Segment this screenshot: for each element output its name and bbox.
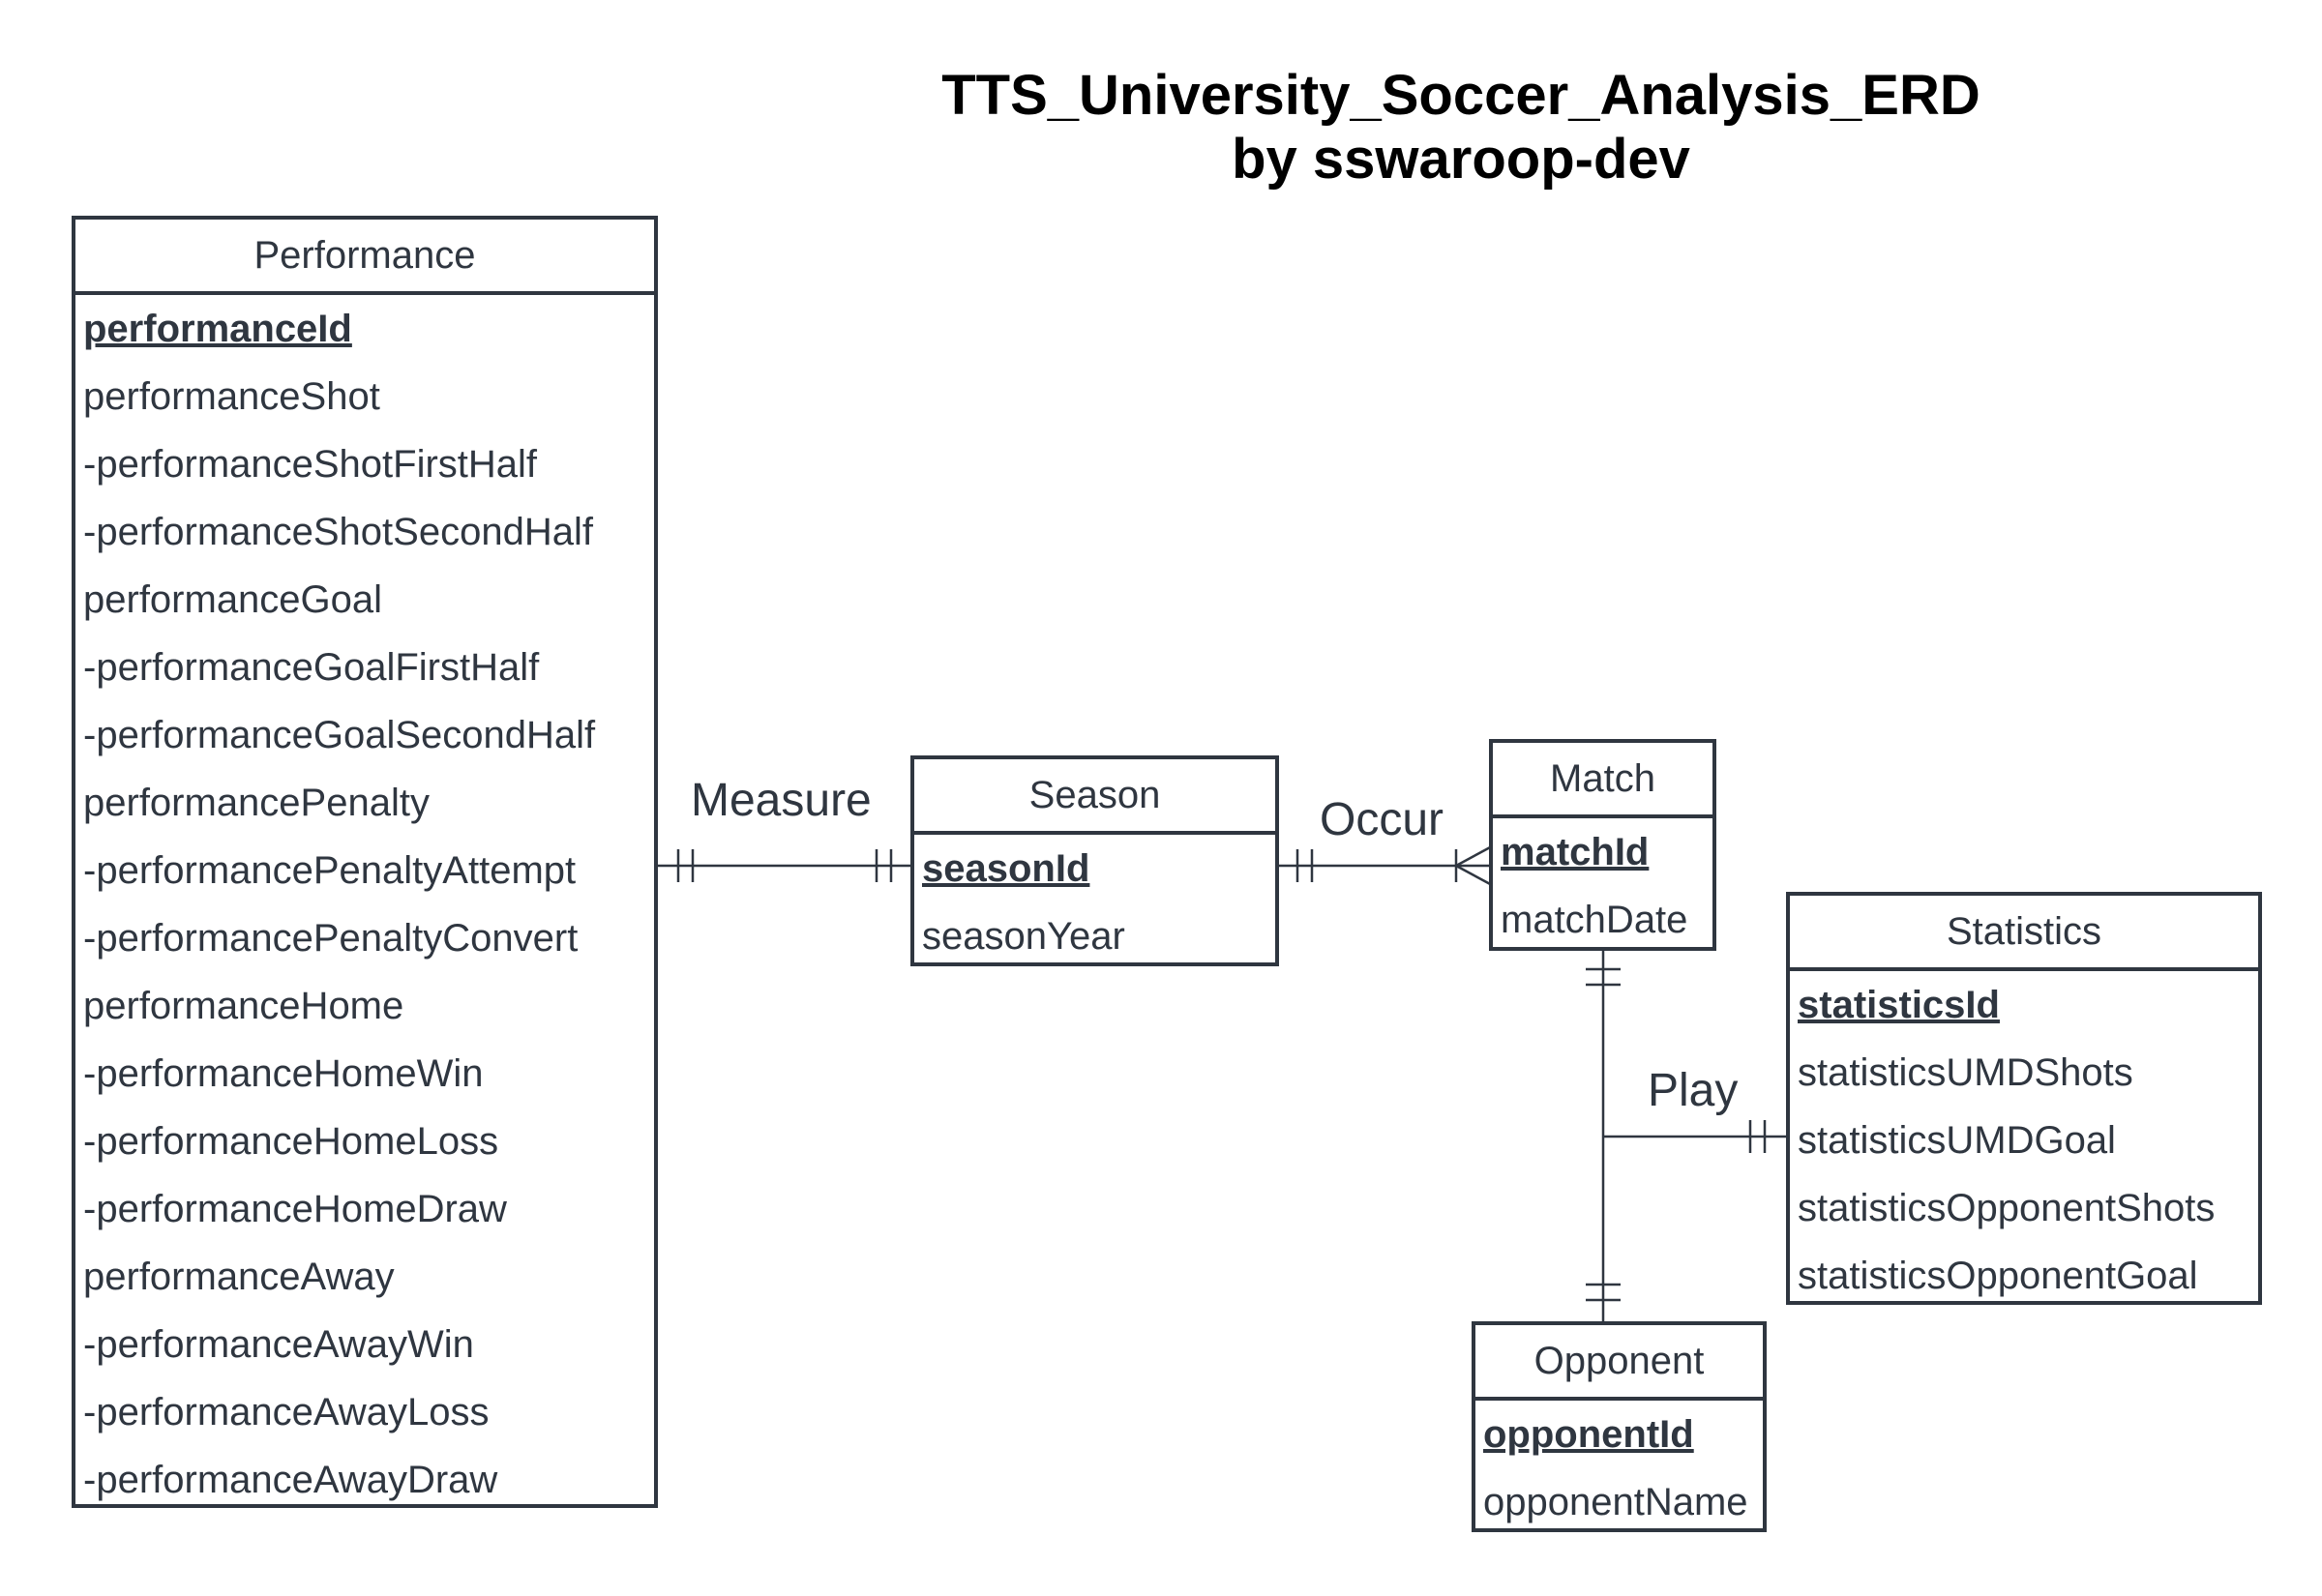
entity-attribute: -performancePenaltyConvert: [83, 917, 579, 960]
diagram-title: TTS_University_Soccer_Analysis_ERD by ss…: [880, 64, 2041, 192]
entity-attribute: statisticsUMDGoal: [1798, 1119, 2116, 1162]
occur-crowfoot-upper: [1455, 844, 1493, 868]
relationship-label-occur: Occur: [1320, 794, 1444, 845]
entity-attribute: performanceAway: [83, 1256, 395, 1298]
occur-crowfoot-lower: [1455, 864, 1493, 887]
entity-season[interactable]: Season seasonId seasonYear: [910, 755, 1279, 966]
entity-attribute: -performanceHomeLoss: [83, 1120, 499, 1163]
entity-attribute: performancePenalty: [83, 782, 430, 824]
entity-attribute: -performanceGoalFirstHalf: [83, 646, 540, 689]
primary-key-attribute: seasonId: [922, 847, 1090, 890]
entity-header-season: Season: [914, 759, 1275, 835]
title-line-1: TTS_University_Soccer_Analysis_ERD: [941, 64, 1980, 127]
entity-attribute: -performanceAwayWin: [83, 1323, 474, 1366]
entity-attribute: -performanceShotSecondHalf: [83, 511, 593, 553]
entity-attributes-statistics: statisticsId statisticsUMDShots statistics…: [1790, 971, 2258, 1310]
entity-statistics[interactable]: Statistics statisticsId statisticsUMDShot…: [1786, 892, 2262, 1305]
entity-attribute: -performanceHomeWin: [83, 1052, 484, 1095]
entity-header-opponent: Opponent: [1475, 1325, 1763, 1401]
entity-attribute: -performanceGoalSecondHalf: [83, 714, 596, 756]
entity-attributes-match: matchId matchDate: [1493, 818, 1712, 954]
entity-attribute: performanceHome: [83, 985, 404, 1027]
entity-attributes-performance: performanceId performanceShot -performance…: [75, 295, 654, 1514]
entity-performance[interactable]: Performance performanceId performanceShot…: [72, 216, 658, 1508]
entity-attribute: matchDate: [1501, 899, 1688, 941]
entity-attribute: statisticsOpponentShots: [1798, 1187, 2216, 1229]
title-line-2: by sswaroop-dev: [1232, 128, 1690, 191]
relationship-label-measure: Measure: [691, 775, 872, 826]
primary-key-attribute: statisticsId: [1798, 984, 2000, 1026]
entity-attributes-season: seasonId seasonYear: [914, 835, 1275, 970]
entity-attribute: -performanceShotFirstHalf: [83, 443, 538, 486]
entity-header-statistics: Statistics: [1790, 896, 2258, 971]
entity-attribute: -performanceAwayDraw: [83, 1459, 498, 1501]
primary-key-attribute: matchId: [1501, 831, 1650, 873]
entity-attribute: statisticsUMDShots: [1798, 1051, 2133, 1094]
entity-attribute: performanceShot: [83, 375, 380, 418]
entity-attribute: seasonYear: [922, 915, 1125, 958]
primary-key-attribute: performanceId: [83, 308, 352, 350]
entity-attribute: opponentName: [1483, 1481, 1748, 1523]
entity-opponent[interactable]: Opponent opponentId opponentName: [1472, 1321, 1767, 1532]
entity-attribute: statisticsOpponentGoal: [1798, 1255, 2198, 1297]
entity-match[interactable]: Match matchId matchDate: [1489, 739, 1716, 951]
entity-attribute: -performancePenaltyAttempt: [83, 849, 577, 892]
entity-attribute: performanceGoal: [83, 578, 383, 621]
entity-header-performance: Performance: [75, 220, 654, 295]
relationship-label-play: Play: [1648, 1065, 1739, 1116]
entity-attribute: -performanceAwayLoss: [83, 1391, 490, 1433]
entity-attributes-opponent: opponentId opponentName: [1475, 1401, 1763, 1536]
entity-attribute: -performanceHomeDraw: [83, 1188, 507, 1230]
primary-key-attribute: opponentId: [1483, 1413, 1694, 1456]
entity-header-match: Match: [1493, 743, 1712, 818]
